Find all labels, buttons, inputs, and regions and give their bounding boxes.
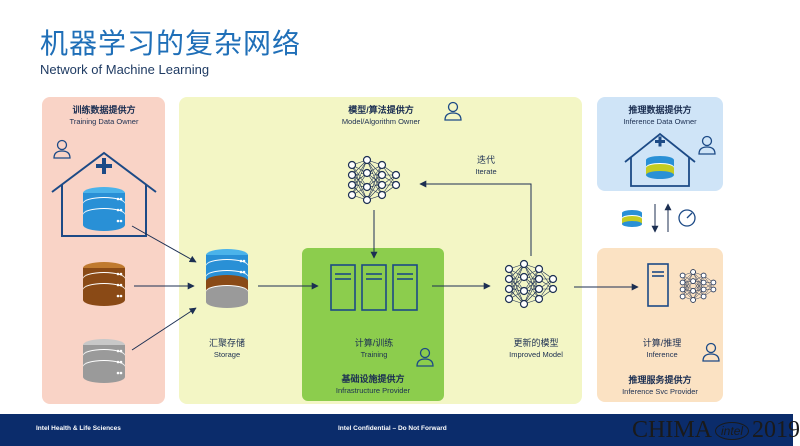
iterate-arrow-icon (419, 180, 532, 256)
improved-model-label: 更新的模型 (513, 338, 559, 348)
inference-svc-title: 推理服务提供方 (628, 375, 692, 385)
database-icon (83, 262, 125, 306)
infra-title: 基础设施提供方 (341, 374, 405, 384)
chima-logo-year: 2019 (752, 417, 800, 443)
inference-person-icon (698, 135, 716, 155)
page-title: 机器学习的复杂网络 (40, 27, 302, 60)
infra-person-icon (416, 347, 434, 367)
inference-server-icon (647, 263, 669, 307)
iterate-sublabel: Iterate (475, 167, 497, 176)
server-rack-icon (330, 264, 418, 311)
house-icon (51, 151, 157, 237)
footer-bar (0, 414, 793, 446)
infra-subtitle: Infrastructure Provider (335, 386, 411, 395)
inference-owner-subtitle: Inference Data Owner (623, 117, 697, 126)
footer-confidential-text: Intel Confidential – Do Not Forward (338, 425, 447, 432)
training-owner-title: 训练数据提供方 (72, 105, 136, 115)
storage-database-icon (206, 249, 248, 308)
training-label: 计算/训练 (354, 338, 394, 348)
neural-network-icon (347, 155, 401, 205)
inference-label: 计算/推理 (642, 338, 682, 348)
database-icon (83, 339, 125, 383)
page-subtitle: Network of Machine Learning (40, 62, 210, 77)
iterate-label: 迭代 (476, 155, 495, 165)
storage-label: 汇聚存储 (208, 338, 245, 348)
improved-model-neural-network-icon (504, 259, 558, 309)
inference-svc-subtitle: Inference Svc Provider (622, 387, 698, 396)
gauge-icon (678, 209, 696, 227)
training-person-icon (53, 139, 71, 159)
inference-neural-network-icon (679, 269, 717, 303)
model-owner-person-icon (444, 101, 462, 121)
improved-model-sublabel: Improved Model (509, 350, 563, 359)
inference-svc-person-icon (702, 342, 720, 362)
database-icon (83, 187, 125, 231)
medical-cross-icon (655, 136, 665, 147)
footer-left-text: Intel Health & Life Sciences (36, 425, 121, 432)
model-owner-subtitle: Model/Algorithm Owner (341, 117, 421, 126)
small-database-icon (622, 210, 642, 227)
exchange-arrows-icon (651, 203, 672, 233)
house-icon (624, 132, 696, 187)
inference-owner-title: 推理数据提供方 (628, 105, 692, 115)
storage-sublabel: Storage (213, 350, 241, 359)
database-icon (646, 156, 674, 179)
model-owner-title: 模型/算法提供方 (348, 105, 414, 115)
intel-logo: intel (715, 422, 750, 441)
arrow-icon (131, 225, 197, 351)
training-owner-subtitle: Training Data Owner (69, 117, 139, 126)
chima-logo-text: CHIMA (632, 417, 713, 443)
training-sublabel: Training (360, 350, 388, 359)
medical-cross-icon (96, 158, 112, 174)
inference-sublabel: Inference (646, 350, 678, 359)
